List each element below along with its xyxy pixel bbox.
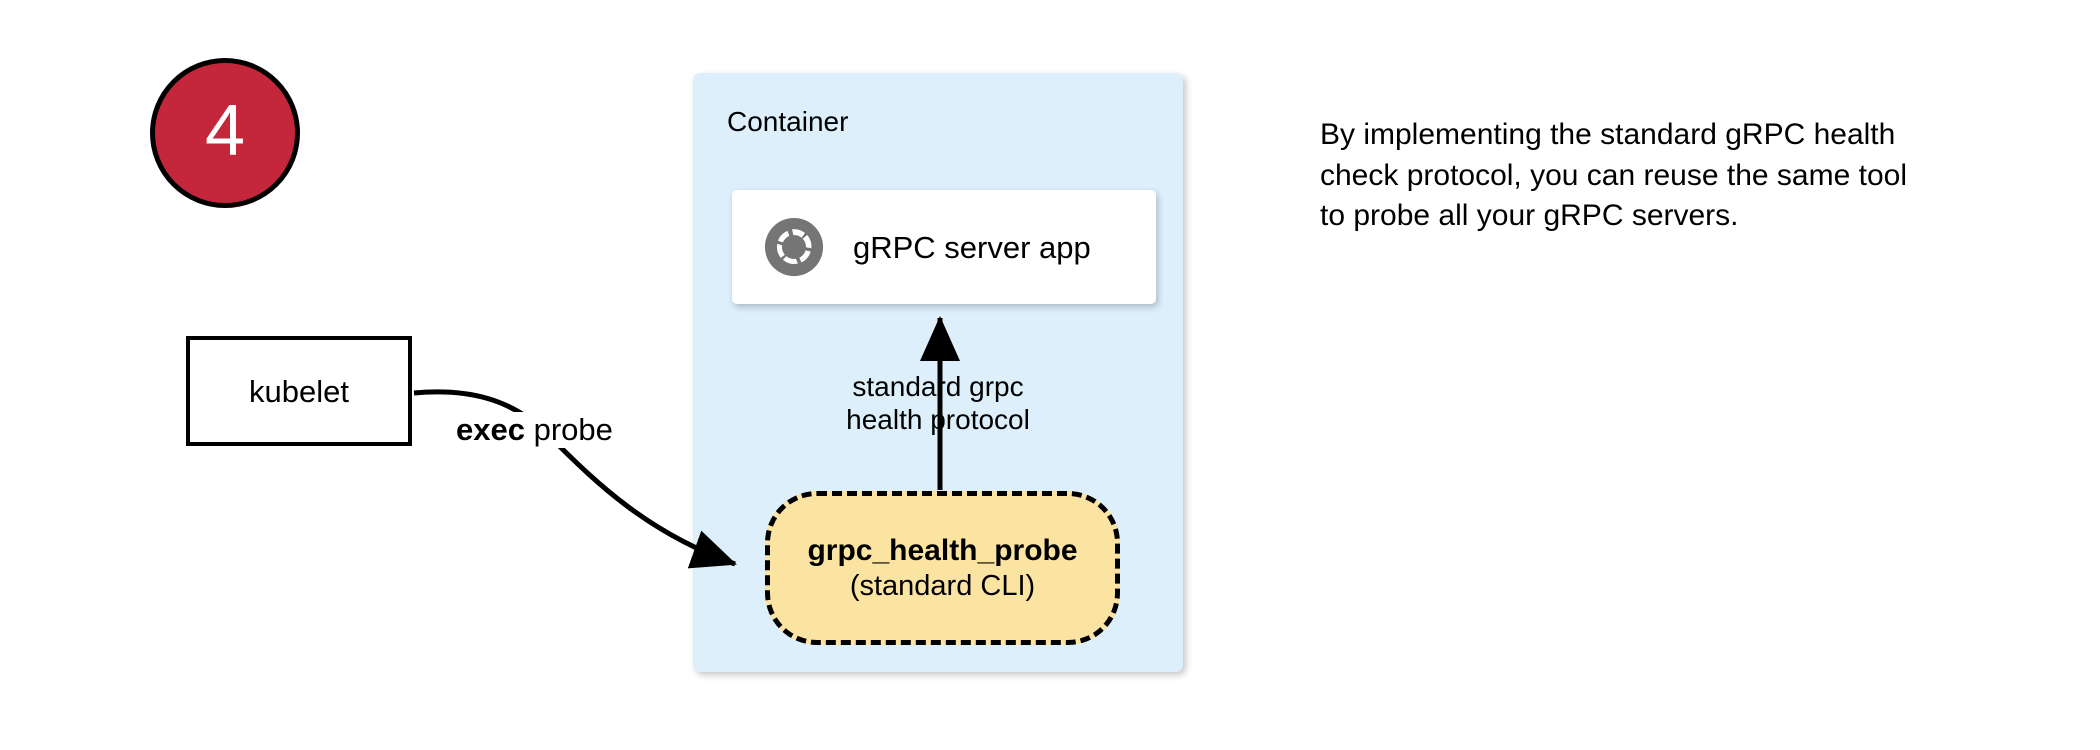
exec-probe-label-rest: probe	[524, 412, 613, 447]
kubelet-node: kubelet	[186, 336, 412, 446]
grpc-aperture-icon	[764, 217, 824, 277]
container-label: Container	[727, 106, 849, 137]
explanatory-note: By implementing the standard gRPC health…	[1320, 118, 1907, 232]
grpc-server-app-card: gRPC server app	[732, 190, 1156, 304]
step-number-label: 4	[204, 91, 246, 171]
step-number-badge: 4	[150, 58, 300, 208]
grpc-health-probe-node: grpc_health_probe (standard CLI)	[765, 491, 1120, 645]
grpc-server-app-label: gRPC server app	[853, 229, 1091, 265]
exec-probe-label-bold: exec	[456, 412, 525, 447]
grpc-health-probe-subtitle: (standard CLI)	[849, 569, 1036, 602]
exec-probe-label: exec probe	[452, 412, 617, 449]
kubelet-label: kubelet	[249, 373, 349, 409]
grpc-health-probe-name: grpc_health_probe	[807, 534, 1078, 568]
